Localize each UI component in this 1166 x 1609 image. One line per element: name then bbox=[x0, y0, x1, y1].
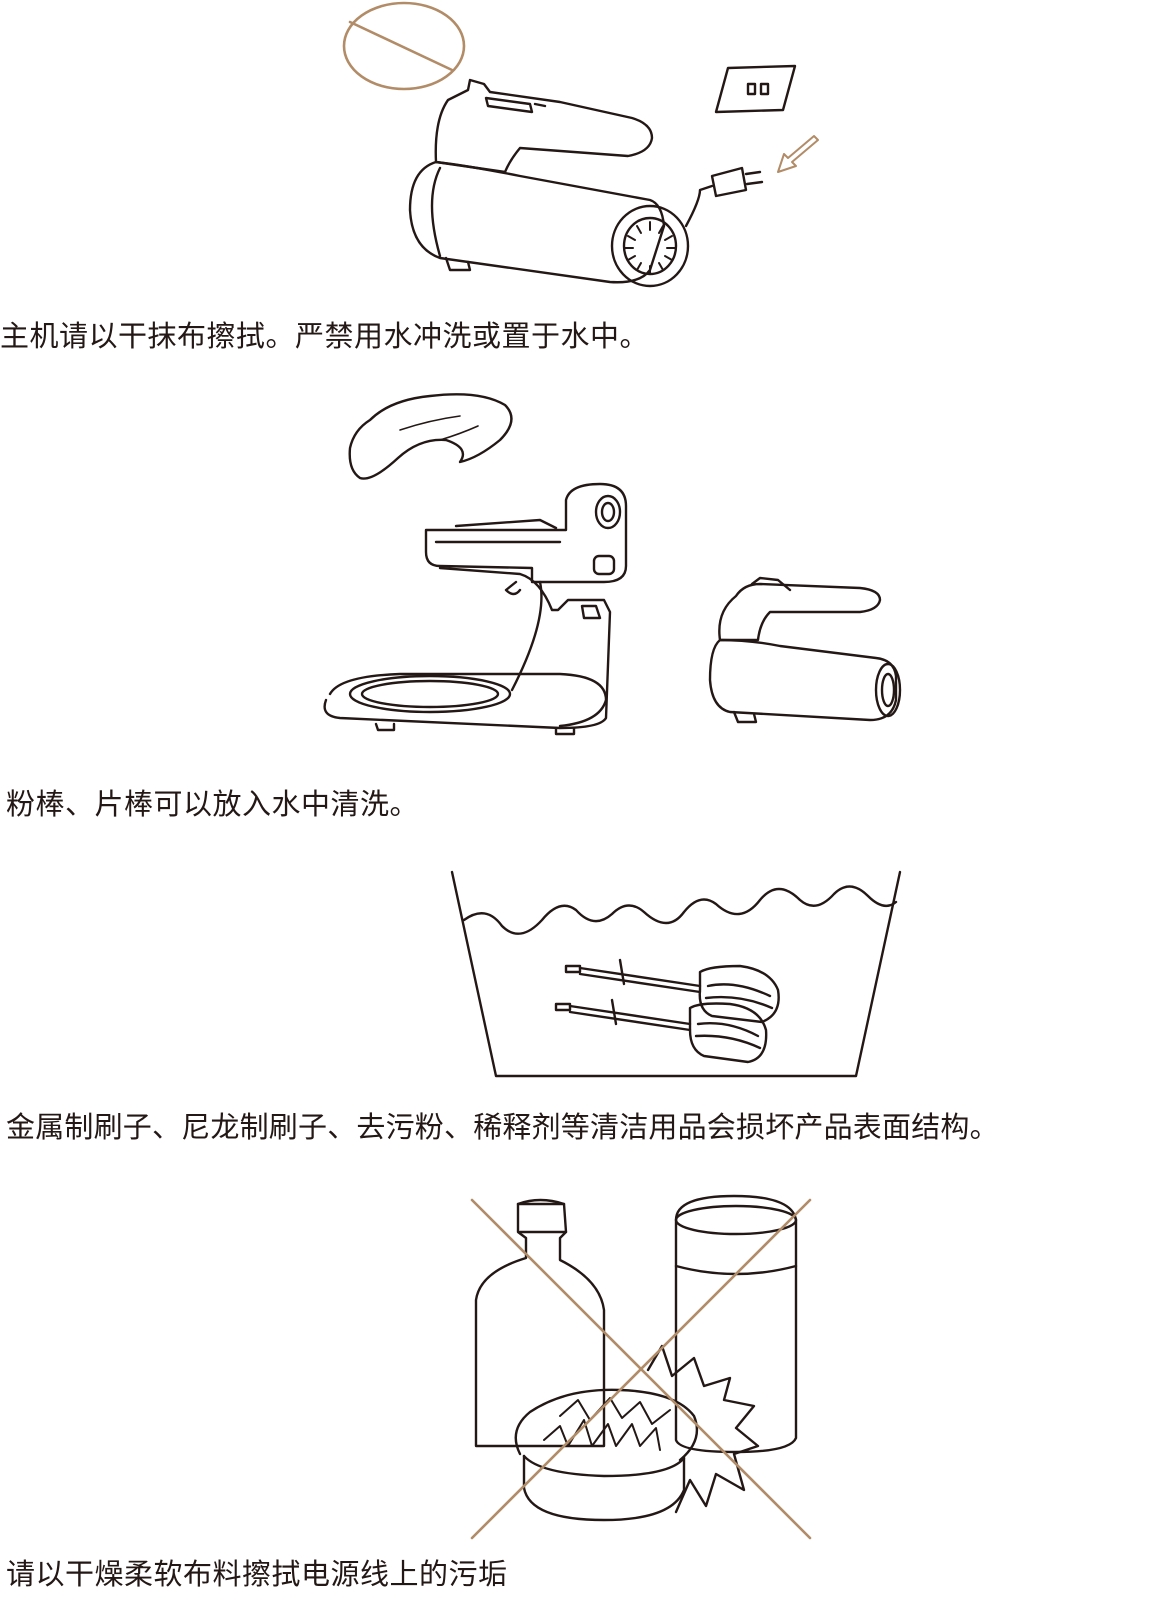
caption-beaters-washable: 粉棒、片棒可以放入水中清洗。 bbox=[6, 787, 420, 821]
cross-out-icon bbox=[470, 1198, 812, 1540]
caption-main-unit-cleaning: 主机请以干抹布擦拭。严禁用水冲洗或置于水中。 bbox=[0, 319, 650, 353]
caption-cleaning-agents-warning: 金属制刷子、尼龙制刷子、去污粉、稀释剂等清洁用品会损坏产品表面结构。 bbox=[6, 1110, 999, 1144]
cleaning-agents-illustration bbox=[470, 1194, 812, 1540]
hand-mixer-unplugged-illustration bbox=[342, 1, 819, 288]
cloth bbox=[348, 393, 513, 480]
basin bbox=[450, 870, 902, 1078]
stand-mixer-illustration bbox=[323, 393, 902, 736]
caption-power-cord-cleaning: 请以干燥柔软布料擦拭电源线上的污垢 bbox=[6, 1557, 508, 1591]
water-waves bbox=[462, 885, 898, 935]
vent-ring bbox=[624, 221, 676, 275]
wall-socket-icon bbox=[714, 64, 797, 114]
arrow-icon bbox=[777, 135, 819, 173]
prohibition-circle-icon bbox=[342, 1, 466, 91]
beaters-in-water-illustration bbox=[450, 870, 902, 1078]
